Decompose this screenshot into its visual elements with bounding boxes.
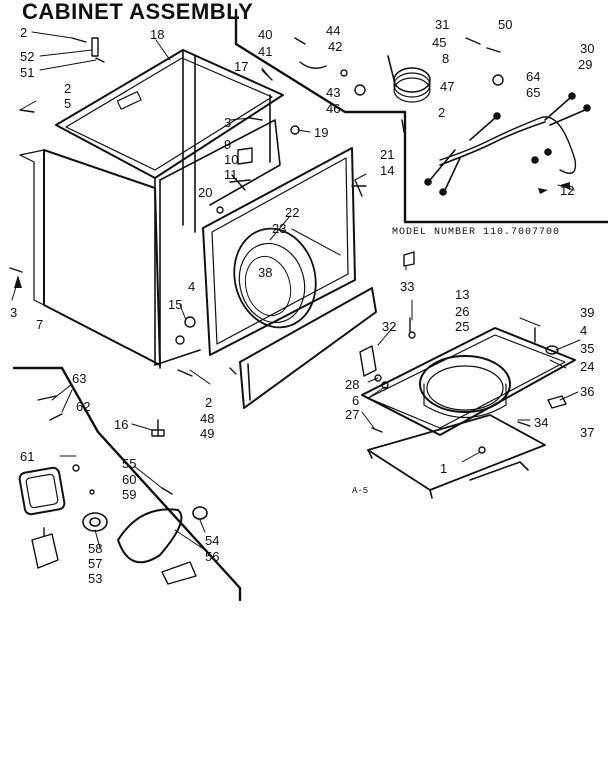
callout-12: 12: [560, 183, 575, 198]
callout-50: 50: [498, 17, 513, 32]
callout-14: 14: [380, 163, 395, 178]
page-title: CABINET ASSEMBLY: [22, 0, 254, 24]
drive-motor: [18, 466, 66, 516]
callout-48: 48: [200, 411, 215, 426]
callout-2b: 2: [64, 81, 72, 96]
callout-16: 16: [114, 417, 129, 432]
callout-47: 47: [440, 79, 455, 94]
callout-11: 11: [224, 167, 238, 182]
callout-27: 27: [345, 407, 360, 422]
callout-3: 3: [224, 115, 232, 130]
callout-63: 63: [72, 371, 87, 386]
callout-51: 51: [20, 65, 35, 80]
callout-28: 28: [345, 377, 360, 392]
callout-19: 19: [314, 125, 329, 140]
callout-65: 65: [526, 85, 541, 100]
callout-56: 56: [205, 549, 220, 564]
callout-60: 60: [122, 472, 137, 487]
drive-belt: [117, 508, 183, 564]
callout-35: 35: [580, 341, 595, 356]
door-opening: [233, 227, 317, 329]
callout-58: 58: [88, 541, 103, 556]
cabinet-side-panel: [43, 149, 161, 366]
callout-62: 62: [76, 399, 91, 414]
callout-32: 32: [382, 319, 397, 334]
callout-34: 34: [534, 415, 549, 430]
callout-18: 18: [150, 27, 165, 42]
callout-42: 42: [328, 39, 343, 54]
callout-23: 23: [272, 221, 287, 236]
callout-64: 64: [526, 69, 541, 84]
callout-4: 4: [188, 279, 196, 294]
callout-41: 41: [258, 44, 273, 59]
callout-36: 36: [580, 384, 595, 399]
callout-25: 25: [455, 319, 470, 334]
callout-13: 13: [455, 287, 470, 302]
power-cord: [393, 67, 431, 93]
callout-7: 7: [36, 317, 44, 332]
callout-40: 40: [258, 27, 273, 42]
door-window: [419, 355, 511, 413]
callout-37: 37: [580, 425, 595, 440]
callout-2c: 2: [438, 105, 446, 120]
callout-44: 44: [326, 23, 341, 38]
callout-45: 45: [432, 35, 447, 50]
callout-55: 55: [122, 456, 137, 471]
callout-15: 15: [168, 297, 183, 312]
callout-38: 38: [258, 265, 273, 280]
inner-door: [367, 414, 546, 491]
callout-20: 20: [198, 185, 213, 200]
callout-6: 6: [352, 393, 360, 408]
callout-21: 21: [380, 147, 395, 162]
callout-4b: 4: [580, 323, 588, 338]
front-panel: [202, 147, 356, 356]
callout-2d: 2: [205, 395, 213, 410]
callout-2: 2: [20, 25, 28, 40]
callout-57: 57: [88, 556, 103, 571]
callout-46: 46: [326, 101, 341, 116]
callout-43: 43: [326, 85, 341, 100]
callout-49: 49: [200, 426, 215, 441]
callout-59: 59: [122, 487, 137, 502]
callout-5: 5: [64, 96, 72, 111]
callout-24: 24: [580, 359, 595, 374]
callout-39: 39: [580, 305, 595, 320]
callout-17: 17: [234, 59, 249, 74]
callout-29: 29: [578, 57, 593, 72]
callout-54: 54: [205, 533, 220, 548]
callout-53: 53: [88, 571, 103, 586]
callout-22: 22: [285, 205, 300, 220]
wiring-harness: [439, 116, 577, 174]
callout-8: 8: [442, 51, 450, 66]
cabinet-top-frame: [55, 49, 284, 179]
toe-kick-panel: [239, 287, 377, 409]
callout-9: 9: [224, 137, 232, 152]
callout-26: 26: [455, 304, 470, 319]
callout-52: 52: [20, 49, 35, 64]
motor-inset-border: [12, 366, 242, 602]
callout-10: 10: [224, 152, 239, 167]
callout-33: 33: [400, 279, 415, 294]
wiring-inset-border: [234, 8, 608, 224]
callout-31: 31: [435, 17, 450, 32]
callout-3b: 3: [10, 305, 18, 320]
figure-code: A-5: [352, 486, 369, 496]
callout-61: 61: [20, 449, 35, 464]
model-number: MODEL NUMBER 110.7007700: [392, 227, 561, 238]
idler-pulley: [82, 512, 108, 532]
callout-1: 1: [440, 461, 448, 476]
callout-30: 30: [580, 41, 595, 56]
dryer-door: [361, 327, 576, 436]
